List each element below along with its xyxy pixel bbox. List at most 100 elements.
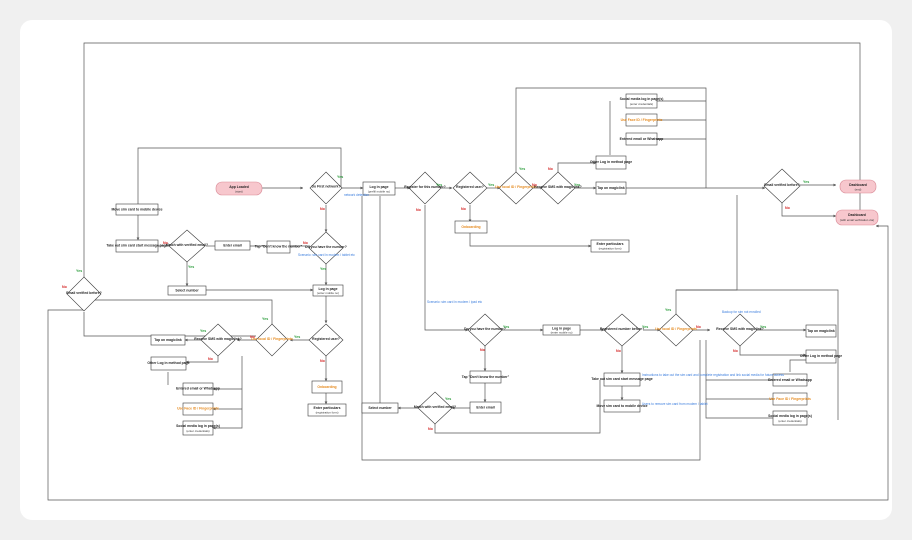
svg-text:Match with verified email?: Match with verified email? — [166, 243, 208, 247]
process-move-sim-2: Move sim card to mobile device — [596, 399, 648, 413]
svg-text:Receive SMS with magiclink?: Receive SMS with magiclink? — [716, 327, 763, 331]
label-yes: Yes — [642, 325, 648, 329]
label-yes: Yes — [337, 175, 343, 179]
svg-text:Registered user?: Registered user? — [312, 337, 340, 341]
svg-text:Dashboard: Dashboard — [848, 213, 866, 217]
label-yes: Yes — [76, 269, 82, 273]
svg-text:Dashboard: Dashboard — [849, 183, 867, 187]
svg-text:Tap "Don't know the number": Tap "Don't know the number" — [255, 245, 303, 249]
edge-right-bottom-join — [705, 340, 773, 419]
svg-text:Do First network?: Do First network? — [312, 185, 341, 189]
process-enter-particulars-2: Enter particulars (registration form) — [590, 239, 630, 253]
svg-text:App Loaded: App Loaded — [229, 185, 249, 189]
svg-text:Log in page: Log in page — [552, 327, 571, 331]
decision-receive-sms-2: Receive SMS with magiclink? — [534, 171, 582, 205]
process-social-media-3: Social media log in page(s) (enter crede… — [768, 410, 812, 426]
edge-onboarding2-to-particulars — [469, 233, 592, 248]
edge-left-bottom — [83, 312, 256, 337]
svg-text:Select number: Select number — [175, 289, 199, 293]
svg-text:(enter mobile no): (enter mobile no) — [551, 331, 573, 335]
svg-text:Other Log in method page: Other Log in method page — [590, 160, 632, 164]
svg-text:(enter credentials): (enter credentials) — [186, 429, 209, 433]
note-network-detection: network detection — [344, 193, 369, 197]
label-no: No — [163, 241, 169, 245]
label-no: No — [428, 427, 434, 431]
svg-text:Receive SMS with magiclink?: Receive SMS with magiclink? — [194, 337, 241, 341]
svg-text:(prefill mobile no): (prefill mobile no) — [368, 190, 390, 194]
process-entered-email-1: Entered email or Whatsapp — [176, 382, 220, 396]
svg-text:Select number: Select number — [368, 406, 392, 410]
label-yes: Yes — [803, 180, 809, 184]
svg-text:(with email verification cta): (with email verification cta) — [840, 218, 874, 222]
decision-registered-user-1: Registered user? — [308, 323, 344, 357]
svg-text:Enter email: Enter email — [476, 406, 494, 410]
decision-use-biometrics-3: Use local ID / Fingerprints — [655, 313, 697, 347]
svg-text:(end): (end) — [855, 188, 862, 192]
label-yes: Yes — [200, 329, 206, 333]
process-log-in-page-2: Log in page (prefill mobile no) — [362, 181, 396, 196]
svg-text:Entered email or Whatsapp: Entered email or Whatsapp — [768, 378, 812, 382]
svg-text:Onboarding: Onboarding — [317, 385, 336, 389]
terminal-app-loaded: App Loaded (start) — [215, 181, 263, 196]
process-take-out-sim-2: Take out sim card start message page — [591, 372, 653, 387]
process-social-media-2: Social media log in page(s) (enter crede… — [620, 93, 663, 109]
label-no: No — [208, 357, 214, 361]
svg-text:Use Face ID / Fingerprints: Use Face ID / Fingerprints — [177, 407, 219, 411]
label-yes: Yes — [294, 335, 300, 339]
label-no: No — [320, 207, 326, 211]
label-yes: Yes — [488, 183, 494, 187]
terminal-dashboard-verification: Dashboard (with email verification cta) — [835, 209, 879, 226]
edge-email-verified-to-top-loop — [83, 42, 861, 277]
label-no: No — [303, 241, 309, 245]
svg-text:Use local ID / Fingerprints: Use local ID / Fingerprints — [251, 337, 293, 341]
svg-text:(enter credentials): (enter credentials) — [630, 102, 653, 106]
edge-top-loop-left — [137, 147, 342, 205]
svg-text:Other Log in method page: Other Log in method page — [800, 354, 842, 358]
decision-registered-number-before: Registered number before? — [600, 313, 644, 347]
process-entered-email-2: Entered email or Whatsapp — [620, 132, 663, 146]
decision-first-time: Do First network? — [309, 171, 343, 205]
label-no: No — [548, 167, 554, 171]
process-move-sim-card: Move sim card to mobile device — [111, 203, 163, 216]
label-no: No — [696, 325, 702, 329]
note-scenario-1: Scenario: sim card in modem / tablet etc — [298, 253, 355, 257]
decision-email-verified-left: Email verified before? — [66, 276, 102, 312]
label-yes: Yes — [760, 325, 766, 329]
process-onboarding-1: Onboarding — [311, 380, 343, 394]
label-no: No — [416, 208, 422, 212]
edge-sms3-no — [739, 346, 807, 357]
svg-text:Use local ID / Fingerprints: Use local ID / Fingerprints — [655, 327, 697, 331]
process-log-in-page-3: Log in page (enter mobile no) — [542, 324, 581, 336]
svg-text:(start): (start) — [235, 190, 243, 194]
label-no: No — [616, 349, 622, 353]
svg-text:Email verified before?: Email verified before? — [764, 183, 799, 187]
svg-text:(enter credentials): (enter credentials) — [778, 419, 801, 423]
decision-receive-sms-1: Receive SMS with magiclink? — [194, 323, 242, 357]
label-no: No — [733, 349, 739, 353]
svg-text:Tap on magiclink: Tap on magiclink — [807, 329, 835, 333]
svg-text:Social media log in page(s): Social media log in page(s) — [768, 414, 812, 418]
note-scenario-2: Scenario: sim card in modem / ipad etc — [427, 300, 483, 304]
svg-text:Do you have the number?: Do you have the number? — [464, 327, 506, 331]
svg-text:Entered email or Whatsapp: Entered email or Whatsapp — [176, 387, 220, 391]
decision-match-verified-email-2: Match with verified email? — [414, 391, 456, 425]
edge-email-verified-no-to-dashboard — [47, 224, 889, 501]
svg-text:Tap on magiclink: Tap on magiclink — [154, 338, 182, 342]
edge-right-bottom-loop — [676, 289, 839, 420]
label-yes: Yes — [320, 267, 326, 271]
decision-receive-sms-3: Receive SMS with magiclink? — [716, 313, 764, 347]
process-use-face-id-2: Use Face ID / Fingerprints — [621, 113, 663, 127]
process-select-number-1: Select number — [167, 285, 207, 296]
process-log-in-page-1: Log in page (enter mobile no) — [312, 284, 344, 297]
svg-text:Move sim card to mobile device: Move sim card to mobile device — [111, 208, 162, 212]
note-instructions-2: Users to remove sim card from modem / ta… — [642, 402, 708, 406]
svg-text:Log in page: Log in page — [318, 287, 337, 291]
svg-text:Do you have the number?: Do you have the number? — [305, 245, 347, 249]
decision-email-verified-right: Email verified before? — [763, 168, 801, 204]
label-no: No — [480, 348, 486, 352]
process-entered-email-3: Entered email or Whatsapp — [768, 373, 812, 387]
process-tap-on-magiclink-1: Tap on magiclink — [150, 334, 186, 346]
edge-sms-no — [185, 355, 219, 364]
label-yes: Yes — [445, 397, 451, 401]
